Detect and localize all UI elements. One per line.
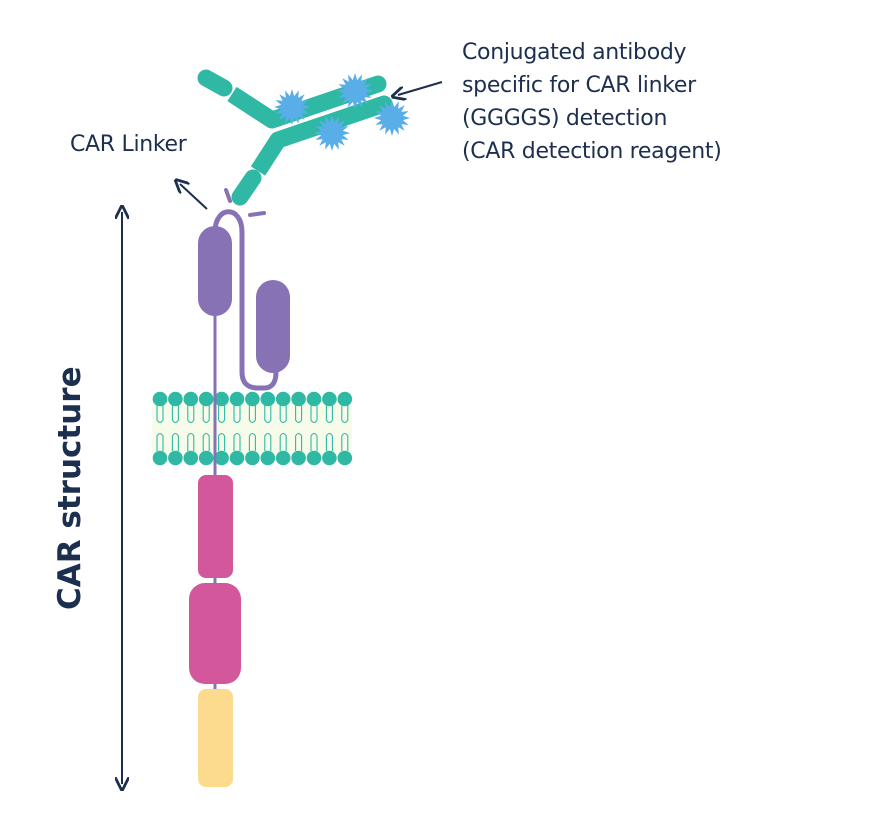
lipid-tail bbox=[264, 405, 272, 451]
lipid-head bbox=[275, 450, 291, 466]
lipid-head bbox=[245, 391, 260, 407]
lipid-tail bbox=[233, 405, 241, 451]
lipid-head bbox=[198, 450, 214, 466]
lipid-tail bbox=[295, 405, 303, 451]
lipid-tail bbox=[325, 405, 333, 451]
antibody-label-line: specific for CAR linker bbox=[462, 73, 696, 98]
transmembrane-costim-domain bbox=[198, 475, 233, 578]
cell-membrane bbox=[152, 391, 353, 466]
lipid-tail bbox=[248, 405, 256, 451]
lipid-head bbox=[291, 450, 306, 466]
linker-tick bbox=[248, 211, 266, 217]
antibody-label: Conjugated antibody specific for CAR lin… bbox=[462, 36, 722, 168]
fluorophore-icon bbox=[314, 115, 350, 151]
lipid-tail bbox=[187, 405, 195, 451]
lipid-head bbox=[168, 391, 183, 407]
intracellular-domains bbox=[189, 475, 241, 787]
linker-pointer-arrow bbox=[180, 184, 208, 210]
lipid-tail bbox=[218, 405, 226, 451]
lipid-head bbox=[337, 391, 353, 407]
lipid-head bbox=[183, 391, 199, 407]
fluorophores bbox=[274, 73, 410, 151]
lipid-head bbox=[337, 450, 353, 466]
lipid-head bbox=[306, 391, 322, 407]
lipid-head bbox=[275, 391, 291, 407]
linker-tick bbox=[224, 188, 232, 203]
lipid-tail bbox=[202, 405, 210, 451]
lipid-head bbox=[260, 391, 276, 407]
antibody-label-line: Conjugated antibody bbox=[462, 40, 687, 65]
lipid-tail bbox=[156, 405, 164, 451]
lipid-head bbox=[229, 391, 245, 407]
costimulatory-domain bbox=[189, 583, 241, 684]
lipid-tail bbox=[310, 405, 318, 451]
lipid-head bbox=[214, 450, 229, 466]
lipid-head bbox=[306, 450, 322, 466]
antibody-label-line: (CAR detection reagent) bbox=[462, 139, 722, 164]
lipid-head bbox=[152, 391, 168, 407]
lipid-head bbox=[198, 391, 214, 407]
lipid-tail bbox=[341, 405, 349, 451]
scfv-vl-domain bbox=[256, 280, 290, 373]
lipid-head bbox=[168, 450, 183, 466]
antibody-label-line: (GGGGS) detection bbox=[462, 106, 668, 131]
lipid-tail bbox=[171, 405, 179, 451]
signaling-domain bbox=[198, 689, 233, 787]
lipid-head bbox=[183, 450, 199, 466]
car-linker-label: CAR Linker bbox=[70, 132, 187, 157]
antibody-pointer-arrow bbox=[398, 81, 443, 95]
scfv-vh-domain bbox=[198, 226, 232, 316]
lipid-head bbox=[214, 391, 229, 407]
fluorophore-icon bbox=[274, 89, 310, 125]
lipid-head bbox=[152, 450, 168, 466]
scfv-domains bbox=[198, 226, 290, 373]
lipid-head bbox=[291, 391, 306, 407]
lipid-head bbox=[322, 391, 337, 407]
lipid-tail bbox=[279, 405, 287, 451]
lipid-head bbox=[245, 450, 260, 466]
lipid-head bbox=[229, 450, 245, 466]
membrane-interior bbox=[152, 398, 352, 458]
lipid-head bbox=[260, 450, 276, 466]
fluorophore-icon bbox=[337, 73, 373, 109]
car-structure-label: CAR structure bbox=[52, 366, 88, 610]
fluorophore-icon bbox=[374, 100, 410, 136]
car-linker-loop bbox=[212, 188, 279, 391]
lipid-head bbox=[322, 450, 337, 466]
